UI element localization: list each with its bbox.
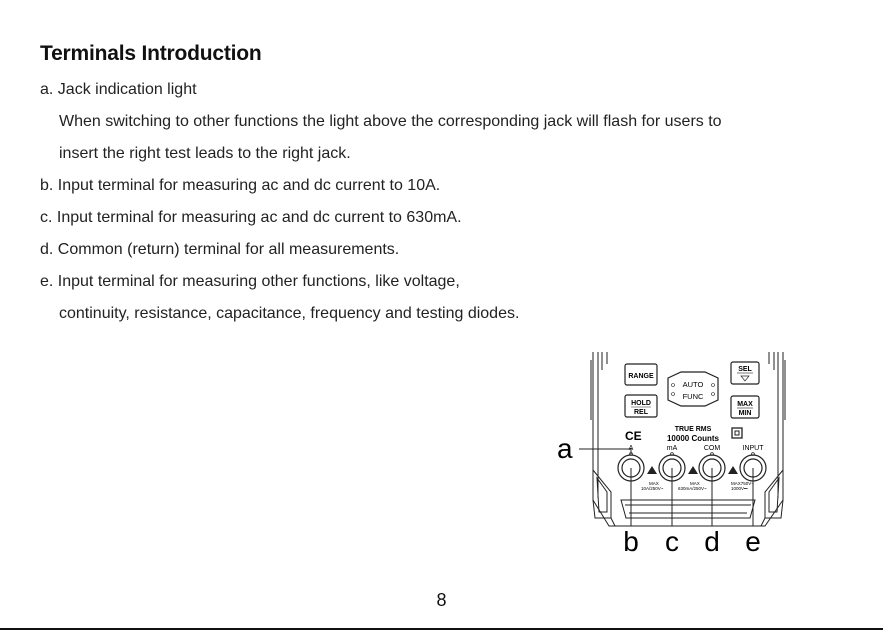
hold-rel-button[interactable] — [624, 394, 658, 418]
bottom-plate — [620, 499, 756, 519]
item-e-desc: continuity, resistance, capacitance, fre… — [59, 305, 520, 322]
counts-label: 10000 Counts — [667, 434, 720, 443]
hold-button-label: HOLD — [631, 400, 651, 407]
callout-a: a — [557, 433, 573, 464]
warning-icon — [647, 466, 657, 474]
true-rms-label: TRUE RMS — [675, 426, 712, 433]
func-label: FUNC — [683, 392, 704, 401]
a-max-label: MAX — [649, 481, 659, 486]
bottom-rule — [0, 628, 883, 630]
ma-max-label: MAX — [690, 481, 700, 486]
sel-button[interactable] — [730, 361, 760, 385]
rel-button-label: REL — [634, 409, 649, 416]
a-rating-label: 10A/250V~ — [641, 486, 664, 491]
input-max-label: MAX750V~ — [731, 481, 754, 486]
sel-button-label: SEL — [738, 366, 752, 373]
warning-icon — [688, 466, 698, 474]
callout-e: e — [745, 526, 761, 557]
callout-b: b — [623, 526, 639, 557]
item-d: d. Common (return) terminal for all meas… — [40, 241, 400, 258]
item-a-desc-2: insert the right test leads to the right… — [59, 145, 351, 162]
item-e: e. Input terminal for measuring other fu… — [40, 273, 460, 290]
item-a-desc-1: When switching to other functions the li… — [59, 113, 722, 130]
double-insulation-icon — [731, 427, 743, 439]
callout-d: d — [704, 526, 720, 557]
max-button-label: MAX — [737, 401, 753, 408]
callout-line-a — [579, 448, 632, 454]
jack-label-input: INPUT — [743, 445, 765, 452]
range-button-label: RANGE — [628, 373, 654, 380]
multimeter-drawing: RANGE HOLD REL AUTO FUNC SEL MAX MIN CE … — [557, 352, 786, 557]
jack-label-com: COM — [704, 445, 721, 452]
item-a: a. Jack indication light — [40, 81, 197, 98]
diode-icon — [740, 375, 750, 382]
input-rating-label: 1000V⎓ — [731, 486, 748, 491]
page-title: Terminals Introduction — [40, 42, 262, 65]
page-number: 8 — [436, 590, 447, 610]
min-button-label: MIN — [739, 410, 752, 417]
item-c: c. Input terminal for measuring ac and d… — [40, 209, 462, 226]
callout-c: c — [665, 526, 679, 557]
auto-func-button[interactable] — [667, 371, 719, 407]
jack-label-ma: mA — [667, 445, 678, 452]
item-b: b. Input terminal for measuring ac and d… — [40, 177, 441, 194]
warning-icon — [728, 466, 738, 474]
meter-inner-edge — [597, 352, 779, 498]
ce-mark: CE — [625, 429, 642, 443]
auto-label: AUTO — [683, 380, 704, 389]
max-min-button[interactable] — [730, 395, 760, 419]
multimeter-terminals-figure: RANGE HOLD REL AUTO FUNC SEL MAX MIN CE … — [555, 350, 805, 560]
right-bumper — [764, 468, 784, 519]
range-button[interactable] — [624, 363, 658, 386]
ma-rating-label: 630mA/250V~ — [678, 486, 707, 491]
left-bumper — [592, 468, 612, 519]
